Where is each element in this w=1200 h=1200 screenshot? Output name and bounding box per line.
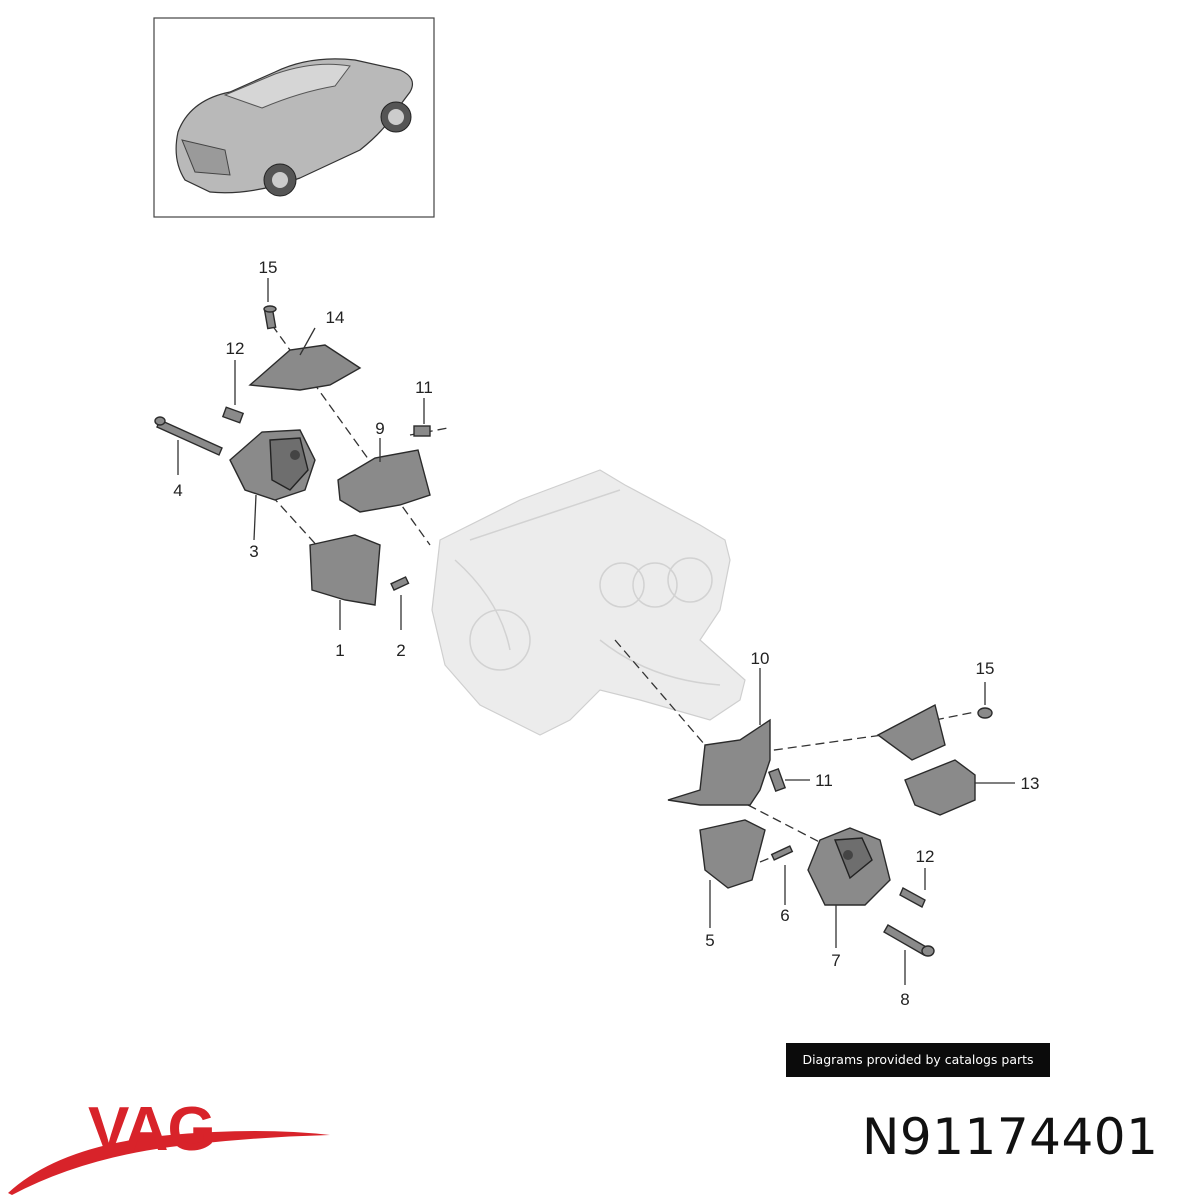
- callout-11-lower: 11: [815, 771, 833, 790]
- callout-12-lower: 12: [916, 847, 935, 866]
- part-1-bracket: [309, 534, 381, 606]
- part-12-bolt-upper: [221, 406, 245, 424]
- part-number: N91174401: [862, 1108, 1159, 1166]
- callout-15-top: 15: [259, 258, 278, 277]
- part-11-bolt-lower: [767, 767, 787, 793]
- brand-swoosh: [8, 1131, 330, 1195]
- part-10-bracket: [667, 718, 771, 806]
- vehicle-thumbnail: [153, 17, 435, 218]
- brand-name: VAG: [88, 1095, 215, 1164]
- brand-logo: VAG: [8, 1095, 330, 1195]
- part-3-engine-mount: [229, 429, 316, 501]
- part-15-bolt-top: [263, 305, 277, 330]
- part-15-bolt-lower: [977, 707, 993, 719]
- callout-3: 3: [249, 542, 258, 561]
- engine-block: [431, 469, 746, 736]
- callout-13: 13: [1021, 774, 1040, 793]
- part-7-engine-mount: [807, 827, 891, 906]
- callout-12-upper: 12: [226, 339, 245, 358]
- part-11-bolt-upper: [413, 425, 431, 437]
- part-6-bolt: [770, 845, 794, 861]
- part-14-heat-shield: [248, 344, 362, 391]
- callout-11-upper: 11: [415, 378, 433, 397]
- callout-8: 8: [900, 990, 909, 1009]
- part-2-bolt: [390, 576, 410, 592]
- callout-9: 9: [375, 419, 384, 438]
- part-12-bolt-lower: [899, 887, 926, 908]
- callout-1: 1: [335, 641, 344, 660]
- part-8-long-bolt: [883, 924, 935, 957]
- part-5-heat-shield: [699, 819, 766, 889]
- leader-lines: [177, 278, 1015, 985]
- callout-10: 10: [751, 649, 770, 668]
- part-13-bracket: [876, 703, 976, 816]
- part-4-long-bolt: [154, 416, 223, 456]
- callout-7: 7: [831, 951, 840, 970]
- callout-5: 5: [705, 931, 714, 950]
- callout-14: 14: [326, 308, 345, 327]
- credit-banner: Diagrams provided by catalogs parts: [786, 1043, 1050, 1077]
- callout-4: 4: [173, 481, 182, 500]
- callout-6: 6: [780, 906, 789, 925]
- callout-15-lower: 15: [976, 659, 995, 678]
- part-9-bracket: [337, 449, 431, 513]
- callout-labels: 15 14 12 11 9 4 3 1 2 10 15 11 13 12 6 5…: [173, 258, 1039, 1009]
- callout-2: 2: [396, 641, 405, 660]
